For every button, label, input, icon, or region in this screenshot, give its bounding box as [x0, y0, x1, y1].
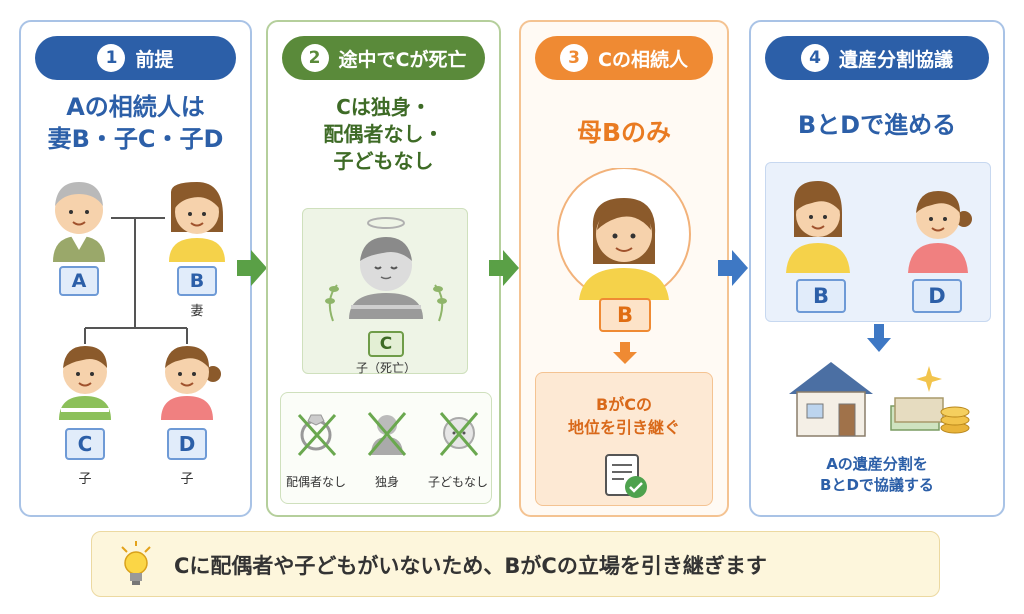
money-icon: [890, 366, 970, 434]
step-4-headline: BとDで進める: [797, 111, 957, 139]
step-3-header: 3 Cの相続人: [535, 36, 713, 80]
person-b-label: B: [796, 279, 846, 313]
step-4-panel: 4 遺産分割協議 BとDで進める B D: [749, 20, 1005, 517]
result-text: Aの遺産分割を BとDで協議する: [751, 454, 1003, 496]
step-2-headline: Cは独身・ 配偶者なし・ 子どもなし: [268, 94, 499, 175]
headline-line: Cは独身・: [336, 95, 431, 119]
summary-banner: Cに配偶者や子どもがいないため、BがCの立場を引き継ぎます: [91, 531, 940, 597]
person-d-label: D: [912, 279, 962, 313]
person-c-caption: 子（死亡）: [355, 361, 416, 375]
step-4-header: 4 遺産分割協議: [765, 36, 989, 80]
person-d-label: D: [167, 428, 207, 460]
lightbulb-icon: [121, 541, 151, 585]
woman-icon: [579, 198, 669, 300]
boy-icon: [59, 346, 111, 420]
girl-icon: [908, 191, 972, 273]
inheritance-line: 地位を引き継ぐ: [567, 418, 680, 438]
elderly-man-icon: [53, 182, 105, 262]
arrow-right-icon: [489, 250, 519, 286]
mother-portrait: [557, 168, 691, 301]
inheritance-box: BがCの 地位を引き継ぐ: [535, 372, 713, 506]
single-person-icon: [367, 412, 407, 456]
step-2-header: 2 途中でCが死亡: [282, 36, 485, 80]
step-3-panel: 3 Cの相続人 母Bのみ B BがCの 地位を引き継ぐ: [519, 20, 729, 517]
headline-line: Aの相続人は: [66, 93, 205, 121]
deceased-child-card: C 子（死亡）: [302, 208, 468, 375]
person-d-role: 子: [180, 472, 194, 487]
headline-line: 子どもなし: [333, 149, 434, 173]
woman-icon: [786, 181, 850, 273]
inheritance-text: BがCの 地位を引き継ぐ: [536, 393, 712, 439]
no-spouse-label: 配偶者なし: [285, 475, 346, 489]
person-b-label: B: [599, 298, 651, 332]
step-1-headline: Aの相続人は 妻B・子C・子D: [21, 92, 250, 155]
no-children-label: 子どもなし: [427, 475, 488, 489]
step-title: 途中でCが死亡: [338, 48, 467, 71]
arrow-right-icon: [718, 250, 748, 286]
step-3-headline: 母Bのみ: [576, 118, 672, 147]
step-1-header: 1 前提: [35, 36, 236, 80]
arrow-right-icon: [237, 250, 267, 286]
step-title: 前提: [135, 48, 174, 71]
person-c-label: C: [65, 428, 105, 460]
house-icon: [789, 362, 873, 437]
headline-line: 妻B・子C・子D: [47, 124, 224, 153]
step-2-panel: 2 途中でCが死亡 Cは独身・ 配偶者なし・ 子どもなし C 子（死亡）: [266, 20, 501, 517]
step-1-panel: 1 前提 Aの相続人は 妻B・子C・子D: [19, 20, 252, 517]
heirs-card: B D: [765, 162, 991, 322]
angel-boy-icon: [325, 217, 447, 322]
person-b-label: B: [177, 266, 217, 296]
headline-line: 配偶者なし・: [323, 122, 444, 146]
result-line: Aの遺産分割を: [826, 455, 928, 473]
person-c-role: 子: [78, 472, 92, 487]
step-title: Cの相続人: [598, 48, 688, 71]
single-label: 独身: [374, 475, 399, 489]
arrow-down-icon: [867, 324, 891, 352]
ring-icon: [297, 413, 337, 457]
step-number: 3: [560, 44, 589, 72]
inheritance-line: BがCの: [596, 395, 652, 414]
step-number: 2: [300, 44, 329, 72]
person-c-label: C: [368, 331, 404, 357]
woman-icon: [169, 182, 225, 262]
summary-text: Cに配偶者や子どもがいないため、BがCの立場を引き継ぎます: [174, 554, 767, 578]
step-number: 1: [97, 44, 126, 72]
step-title: 遺産分割協議: [838, 48, 953, 71]
status-icons-box: 配偶者なし 独身 子どもなし: [280, 392, 492, 504]
person-a-label: A: [59, 266, 99, 296]
person-b-role: 妻: [190, 304, 204, 319]
document-check-icon: [605, 454, 647, 498]
arrow-down-icon: [613, 342, 637, 364]
family-tree: [53, 182, 225, 420]
baby-icon: [439, 412, 479, 456]
girl-icon: [161, 346, 221, 420]
step-number: 4: [800, 44, 829, 72]
result-line: BとDで協議する: [820, 476, 934, 494]
